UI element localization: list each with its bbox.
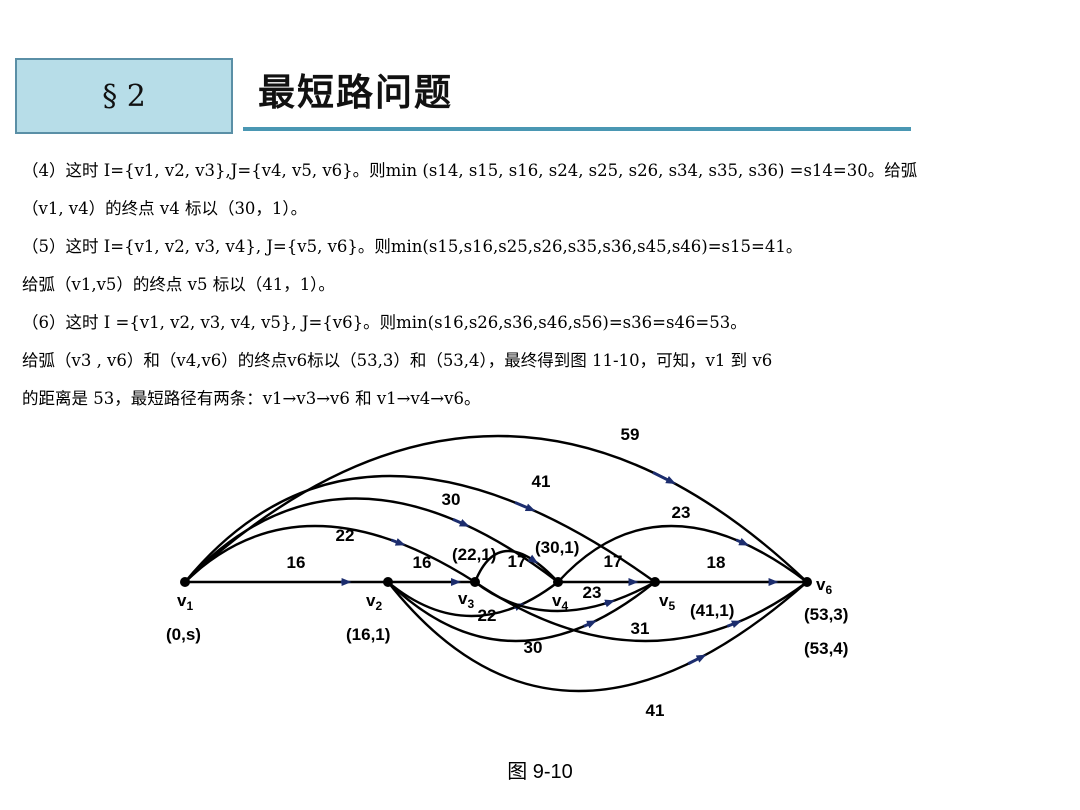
node-label-v1: v1: [177, 591, 193, 613]
weight-v1-v2: 16: [287, 553, 306, 572]
weight-v3-v4: 17: [508, 552, 527, 571]
title-underline: [243, 127, 911, 131]
weight-v1-v6: 59: [621, 425, 640, 444]
edge-v1-v4: [184, 497, 559, 583]
section-number: § 2: [102, 78, 146, 114]
weight-v4-v6: 23: [672, 503, 691, 522]
node-mark-v6: (53,3): [804, 605, 848, 624]
node-mark-v1: (0,s): [166, 625, 201, 644]
node-v1: [180, 577, 190, 587]
node-v4: [553, 577, 563, 587]
edge-v4-v6: [557, 524, 808, 583]
node-mark2-v6: (53,4): [804, 639, 848, 658]
weight-v2-v3: 16: [413, 553, 432, 572]
body-line-4: 给弧（v1,v5）的终点 v5 标以（41，1）。: [22, 275, 335, 294]
arrow-v3-v4: [527, 554, 539, 564]
weight-v1-v4: 30: [442, 490, 461, 509]
arrow-v1-v3: [390, 538, 406, 546]
edge-v2-v6: [387, 581, 808, 693]
node-label-v4: v4: [552, 591, 568, 613]
edge-v1-v5: [184, 474, 656, 583]
page-title: 最短路问题: [258, 70, 453, 114]
weight-v2-v4: 22: [478, 606, 497, 625]
node-v5: [650, 577, 660, 587]
node-label-v5: v5: [659, 591, 675, 613]
edge-v3-v4: [473, 549, 559, 583]
body-line-2: （v1, v4）的终点 v4 标以（30，1）。: [22, 199, 308, 218]
body-text: （4）这时 I={v1, v2, v3},J={v4, v5, v6}。则min…: [22, 152, 922, 418]
weight-v1-v5: 41: [532, 472, 551, 491]
weight-v5-v6: 18: [707, 553, 726, 572]
arrow-v1-v6: [652, 471, 677, 485]
body-line-6: 给弧（v3 , v6）和（v4,v6）的终点v6标以（53,3）和（53,4），…: [22, 351, 773, 370]
node-label-v3: v3: [458, 589, 474, 611]
node-v3: [470, 577, 480, 587]
arrow-v4-v6: [735, 537, 750, 546]
section-number-box: § 2: [15, 58, 233, 134]
arrow-v1-v5: [514, 501, 536, 512]
edge-v1-v6: [184, 434, 808, 583]
edge-v1-v3: [184, 524, 476, 584]
weight-v2-v6: 41: [646, 701, 665, 720]
node-mark-v2: (16,1): [346, 625, 390, 644]
edge-v2-v4: [387, 581, 559, 618]
arrow-v3-v5: [603, 599, 616, 608]
node-mark-v4: (30,1): [535, 538, 579, 557]
arrow-v2-v5: [583, 620, 597, 629]
figure-caption: 图 9-10: [507, 761, 573, 783]
weight-v3-v5: 23: [583, 583, 602, 602]
edge-v2-v5: [387, 581, 656, 643]
arrow-v3-v6: [726, 620, 742, 629]
node-mark-v5: (41,1): [690, 601, 734, 620]
node-mark-v3: (22,1): [452, 545, 496, 564]
arrow-v2-v6: [687, 654, 707, 666]
body-line-5: （6）这时 I ={v1, v2, v3, v4, v5}, J={v6}。则m…: [22, 313, 747, 332]
node-v2: [383, 577, 393, 587]
body-line-1: （4）这时 I={v1, v2, v3},J={v4, v5, v6}。则min…: [22, 161, 918, 180]
edge-v3-v6: [474, 581, 808, 643]
body-line-7: 的距离是 53，最短路径有两条：v1→v3→v6 和 v1→v4→v6。: [22, 389, 481, 408]
weight-v1-v3: 22: [336, 526, 355, 545]
weight-v3-v6: 31: [631, 619, 650, 638]
node-label-v6: v6: [816, 575, 832, 597]
weight-v4-v5: 17: [604, 552, 623, 571]
node-v6: [802, 577, 812, 587]
arrow-v1-v4: [452, 517, 470, 527]
node-label-v2: v2: [366, 591, 382, 613]
weight-v2-v5: 30: [524, 638, 543, 657]
body-line-3: （5）这时 I={v1, v2, v3, v4}, J={v5, v6}。则mi…: [22, 237, 803, 256]
